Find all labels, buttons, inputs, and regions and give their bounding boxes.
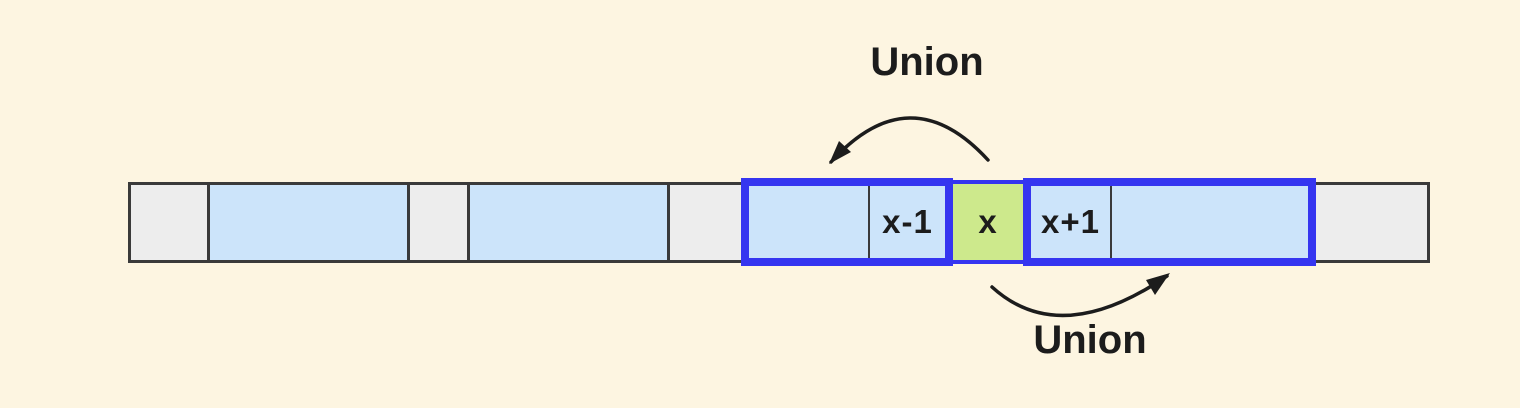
array-cell-filled (749, 186, 868, 258)
array-cell-filled (467, 182, 670, 263)
union-top-label: Union (870, 40, 984, 84)
array-cell-empty (128, 182, 210, 263)
cell-label-x: x (978, 202, 998, 240)
cell-divider (1110, 186, 1112, 258)
array-cell-filled (1112, 186, 1308, 258)
array-cell-filled (207, 182, 410, 263)
union-bottom-label: Union (1033, 318, 1147, 362)
array-cell-x-plus-1: x+1 (1031, 186, 1110, 258)
array-cell-x: x (953, 180, 1023, 264)
segment-left-set: x-1 (741, 178, 953, 266)
cell-divider (868, 186, 870, 258)
array-cell-x-minus-1: x-1 (870, 186, 945, 258)
union-left-arrow-icon (829, 116, 990, 164)
array-cell-empty (1313, 182, 1430, 263)
array-cell-empty (667, 182, 747, 263)
union-right-arrow-icon (990, 273, 1170, 318)
cell-label-x-minus-1: x-1 (882, 202, 933, 240)
cell-label-x-plus-1: x+1 (1041, 202, 1100, 240)
segment-right-set: x+1 (1023, 178, 1316, 266)
array-cell-empty (407, 182, 470, 263)
